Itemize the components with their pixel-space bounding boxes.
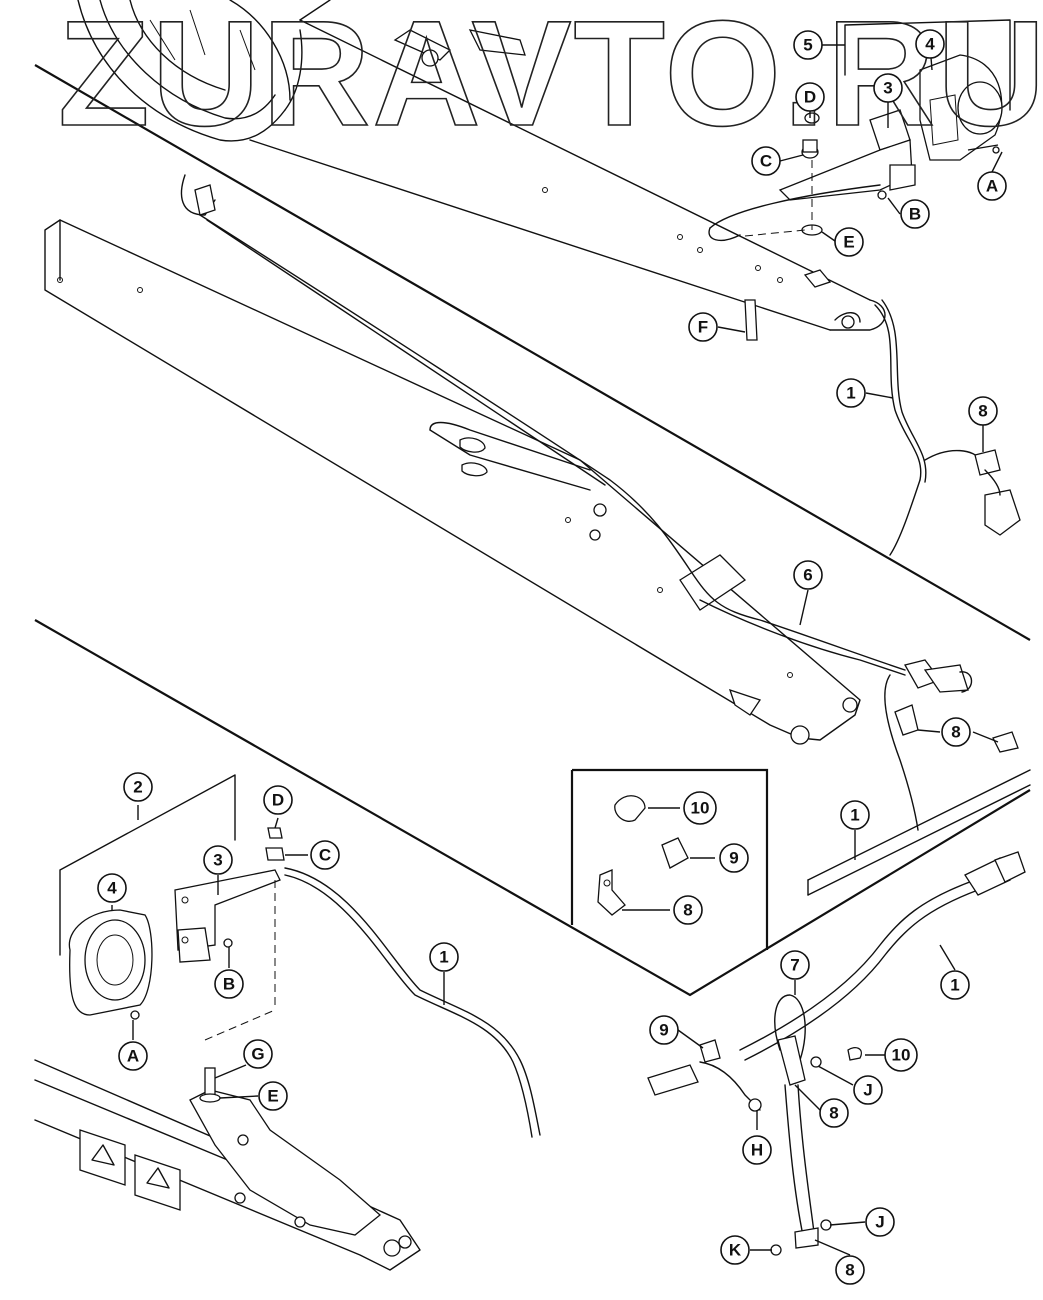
callout-7: 7 [780,950,810,980]
svg-text:1: 1 [850,806,859,825]
svg-text:J: J [875,1213,884,1232]
clip-variants-inset [570,768,769,950]
svg-text:4: 4 [925,35,935,54]
callout-8-mid: 8 [941,717,971,747]
callout-b-lower: B [214,969,244,999]
svg-text:C: C [319,846,331,865]
svg-text:6: 6 [803,566,812,585]
svg-text:9: 9 [729,849,738,868]
svg-text:1: 1 [846,384,855,403]
callout-f: F [688,312,718,342]
callout-3-lower: 3 [203,845,233,875]
callout-c-lower: C [310,840,340,870]
svg-text:9: 9 [659,1021,668,1040]
svg-text:A: A [127,1047,139,1066]
svg-text:D: D [804,88,816,107]
svg-text:8: 8 [978,402,987,421]
svg-text:5: 5 [803,36,812,55]
wiring-harness-upper [180,174,1031,896]
svg-text:2: 2 [133,778,142,797]
callout-5: 5 [793,30,823,60]
callout-6: 6 [793,560,823,590]
svg-text:B: B [223,975,235,994]
svg-text:1: 1 [950,976,959,995]
svg-text:8: 8 [829,1104,838,1123]
callout-a-lower: A [118,1041,148,1071]
callout-e-top: E [834,227,864,257]
section-divider-upper [34,64,1031,641]
svg-text:3: 3 [213,851,222,870]
callout-1-mid: 1 [840,800,870,830]
callout-d-top: D [795,82,825,112]
callout-8-lower-a: 8 [819,1098,849,1128]
svg-text:3: 3 [883,79,892,98]
svg-text:K: K [729,1241,742,1260]
callout-4-top: 4 [915,29,945,59]
top-lamp-bracket-assembly [708,19,1011,341]
callout-1-top: 1 [836,378,866,408]
callout-j-lower: J [865,1207,895,1237]
callout-1-lower-left: 1 [429,942,459,972]
callout-e-lower: E [258,1081,288,1111]
lower-arm [44,219,861,745]
callout-leaders [111,44,1003,1256]
svg-text:B: B [909,205,921,224]
callout-9-inset: 9 [719,843,749,873]
callout-4-lower: 4 [97,873,127,903]
callout-10-right: 10 [884,1038,918,1072]
callout-8-top: 8 [968,396,998,426]
svg-text:J: J [863,1081,872,1100]
svg-text:F: F [698,318,708,337]
svg-text:10: 10 [892,1046,911,1065]
callout-h: H [742,1135,772,1165]
callout-b-top: B [900,199,930,229]
svg-text:10: 10 [691,799,710,818]
svg-text:1: 1 [439,948,448,967]
callout-g: G [243,1039,273,1069]
callout-a-top: A [977,171,1007,201]
callout-8-lower-b: 8 [835,1255,865,1285]
callout-j-upper: J [853,1075,883,1105]
lower-lamp-bracket-assembly [34,774,541,1271]
svg-text:C: C [760,152,772,171]
svg-text:E: E [843,233,854,252]
callout-c-top: C [751,146,781,176]
svg-text:7: 7 [790,956,799,975]
callout-9-right: 9 [649,1015,679,1045]
section-divider-lower [34,619,1031,997]
svg-text:A: A [986,177,998,196]
svg-text:H: H [751,1141,763,1160]
callout-1-right: 1 [940,970,970,1000]
callout-10-inset: 10 [683,791,717,825]
callout-d-lower: D [263,785,293,815]
callout-3-top: 3 [873,73,903,103]
callout-8-inset: 8 [673,895,703,925]
svg-text:D: D [272,791,284,810]
rear-harness-assembly [647,851,1026,1256]
svg-text:8: 8 [683,901,692,920]
callout-k: K [720,1235,750,1265]
wheel-fragment [77,0,303,142]
svg-text:E: E [267,1087,278,1106]
svg-text:8: 8 [845,1261,854,1280]
callout-2: 2 [123,772,153,802]
svg-text:8: 8 [951,723,960,742]
svg-text:G: G [251,1045,264,1064]
svg-text:4: 4 [107,879,117,898]
